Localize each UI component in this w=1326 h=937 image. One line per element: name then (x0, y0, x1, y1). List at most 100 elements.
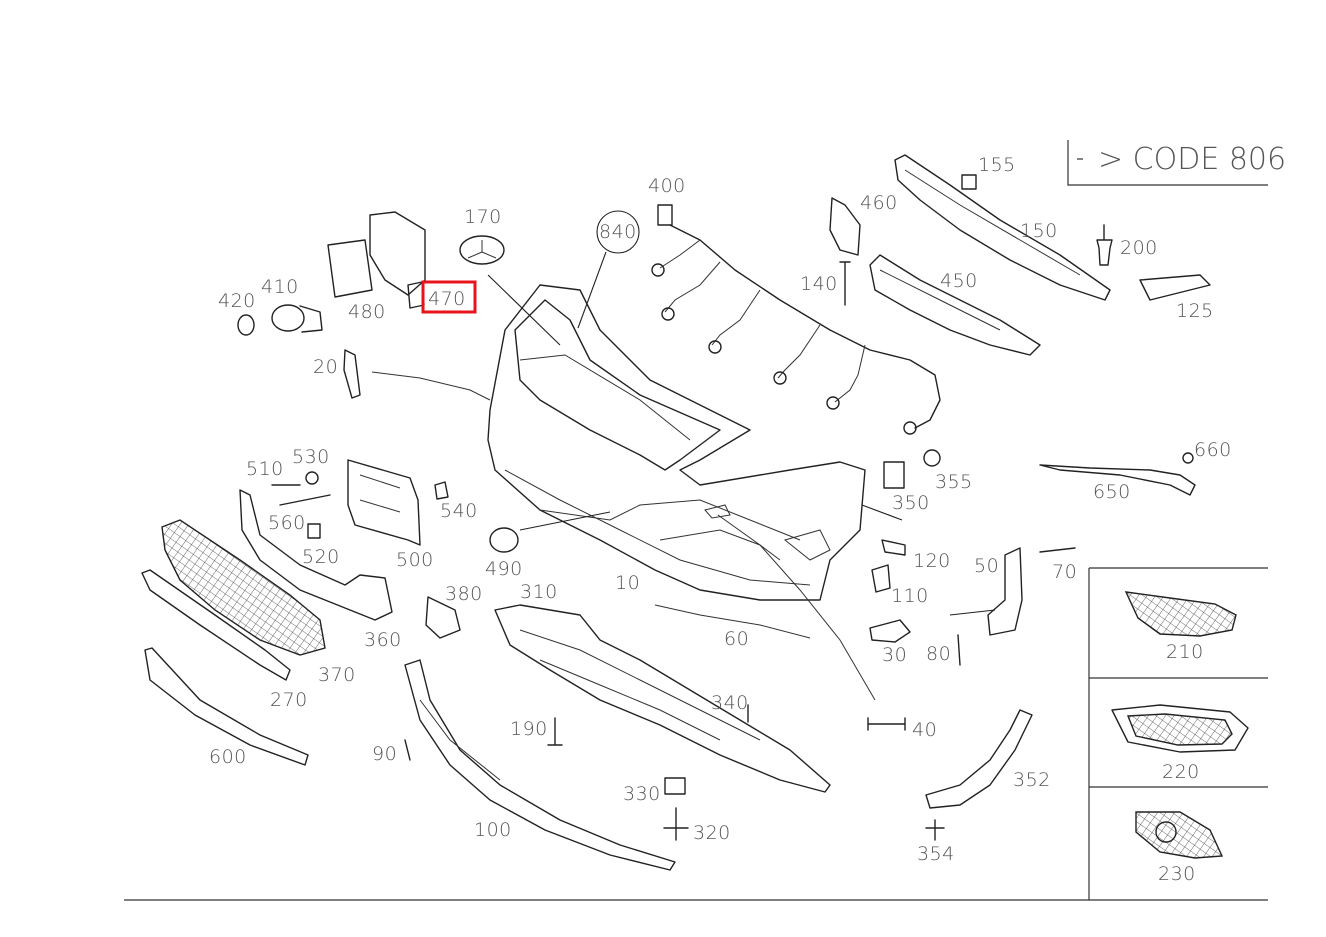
callout-210[interactable]: 210 (1166, 641, 1204, 663)
callout-50[interactable]: 50 (974, 555, 999, 577)
clip-90[interactable] (404, 739, 411, 761)
callout-30[interactable]: 30 (882, 644, 907, 666)
cap-30[interactable] (869, 619, 911, 643)
clip-120[interactable] (881, 539, 906, 556)
clip-110[interactable] (871, 564, 891, 593)
part-460-shape[interactable] (829, 197, 861, 256)
callout-360[interactable]: 360 (364, 629, 402, 651)
callout-840[interactable]: 840 (599, 221, 637, 243)
part-125-shape[interactable] (1139, 274, 1211, 301)
callout-120[interactable]: 120 (913, 550, 951, 572)
screw-354[interactable] (925, 819, 945, 841)
callout-600[interactable]: 600 (209, 746, 247, 768)
callout-380[interactable]: 380 (445, 583, 483, 605)
clip-530[interactable] (305, 471, 319, 485)
bolt-70[interactable] (1039, 547, 1076, 553)
clip-40[interactable] (867, 717, 906, 731)
bumper-cover[interactable] (487, 284, 866, 601)
bracket-450[interactable] (869, 254, 1041, 356)
strip-600[interactable] (144, 647, 309, 766)
screw-80[interactable] (957, 634, 961, 666)
callout-90[interactable]: 90 (372, 743, 397, 765)
license-plate-500[interactable] (347, 459, 421, 546)
callout-190[interactable]: 190 (510, 718, 548, 740)
clip-330[interactable] (664, 777, 686, 795)
strip-270[interactable] (141, 569, 291, 681)
strip-650[interactable] (1039, 464, 1196, 496)
callout-560[interactable]: 560 (268, 512, 306, 534)
part-200-shape[interactable] (1096, 224, 1113, 266)
fastener-355[interactable] (923, 449, 941, 467)
part-230-shape[interactable] (1135, 811, 1224, 859)
callout-110[interactable]: 110 (891, 585, 929, 607)
bracket-50[interactable] (987, 547, 1023, 636)
callout-460[interactable]: 460 (860, 192, 898, 214)
trim-strip-20[interactable] (371, 371, 491, 401)
rivet-190[interactable] (547, 717, 563, 746)
control-unit-480[interactable] (327, 211, 426, 298)
callout-200[interactable]: 200 (1120, 237, 1158, 259)
callout-500[interactable]: 500 (396, 549, 434, 571)
callout-70[interactable]: 70 (1052, 561, 1077, 583)
callout-310[interactable]: 310 (520, 581, 558, 603)
callout-125[interactable]: 125 (1176, 300, 1214, 322)
callout-480[interactable]: 480 (348, 301, 386, 323)
callout-400[interactable]: 400 (648, 175, 686, 197)
callout-530[interactable]: 530 (292, 446, 330, 468)
wiring-harness[interactable] (651, 204, 941, 435)
callout-340[interactable]: 340 (711, 692, 749, 714)
callout-230[interactable]: 230 (1158, 863, 1196, 885)
part-220-shape[interactable] (1111, 704, 1249, 753)
callout-60[interactable]: 60 (724, 628, 749, 650)
nut-540[interactable] (434, 481, 449, 500)
callout-410[interactable]: 410 (261, 276, 299, 298)
callout-370[interactable]: 370 (318, 664, 356, 686)
callout-540[interactable]: 540 (440, 500, 478, 522)
callout-150[interactable]: 150 (1020, 220, 1058, 242)
part-210-shape[interactable] (1124, 591, 1237, 637)
ring-420[interactable] (237, 314, 255, 336)
callout-10[interactable]: 10 (615, 572, 640, 594)
callout-330[interactable]: 330 (623, 783, 661, 805)
callout-650[interactable]: 650 (1093, 481, 1131, 503)
callout-355[interactable]: 355 (935, 471, 973, 493)
clip-350[interactable] (883, 461, 905, 489)
bracket-352[interactable] (925, 709, 1033, 809)
callout-354[interactable]: 354 (917, 843, 955, 865)
strip-60[interactable] (654, 604, 811, 639)
spoiler-100[interactable] (404, 659, 676, 871)
lower-grille-370[interactable] (161, 519, 326, 656)
callout-320[interactable]: 320 (693, 822, 731, 844)
callout-80[interactable]: 80 (926, 643, 951, 665)
under-panel-310[interactable] (494, 604, 831, 793)
emblem-170[interactable] (459, 235, 505, 265)
clip-520[interactable] (307, 523, 321, 539)
callout-352[interactable]: 352 (1013, 769, 1051, 791)
bracket-360[interactable] (239, 489, 393, 621)
sensor-410[interactable] (271, 304, 323, 333)
callout-20[interactable]: 20 (313, 356, 338, 378)
callout-450[interactable]: 450 (940, 270, 978, 292)
callout-220[interactable]: 220 (1162, 761, 1200, 783)
callout-420[interactable]: 420 (218, 290, 256, 312)
callout-155[interactable]: 155 (978, 154, 1016, 176)
part-140-shape[interactable] (839, 261, 851, 306)
clip-660[interactable] (1182, 452, 1194, 464)
sensor-490[interactable] (489, 511, 611, 553)
callout-490[interactable]: 490 (485, 558, 523, 580)
callout-270[interactable]: 270 (270, 689, 308, 711)
screw-320[interactable] (663, 807, 689, 841)
callout-660[interactable]: 660 (1194, 439, 1232, 461)
callout-520[interactable]: 520 (302, 546, 340, 568)
callout-100[interactable]: 100 (474, 819, 512, 841)
callout-170[interactable]: 170 (464, 206, 502, 228)
callout-470[interactable]: 470 (428, 288, 466, 310)
bracket-150[interactable] (894, 154, 1111, 301)
screw-560[interactable] (279, 494, 331, 506)
callout-510[interactable]: 510 (246, 458, 284, 480)
callout-350[interactable]: 350 (892, 492, 930, 514)
callout-140[interactable]: 140 (800, 273, 838, 295)
part-20-shape[interactable] (343, 349, 361, 399)
callout-40[interactable]: 40 (912, 719, 937, 741)
clip-380[interactable] (425, 596, 461, 639)
